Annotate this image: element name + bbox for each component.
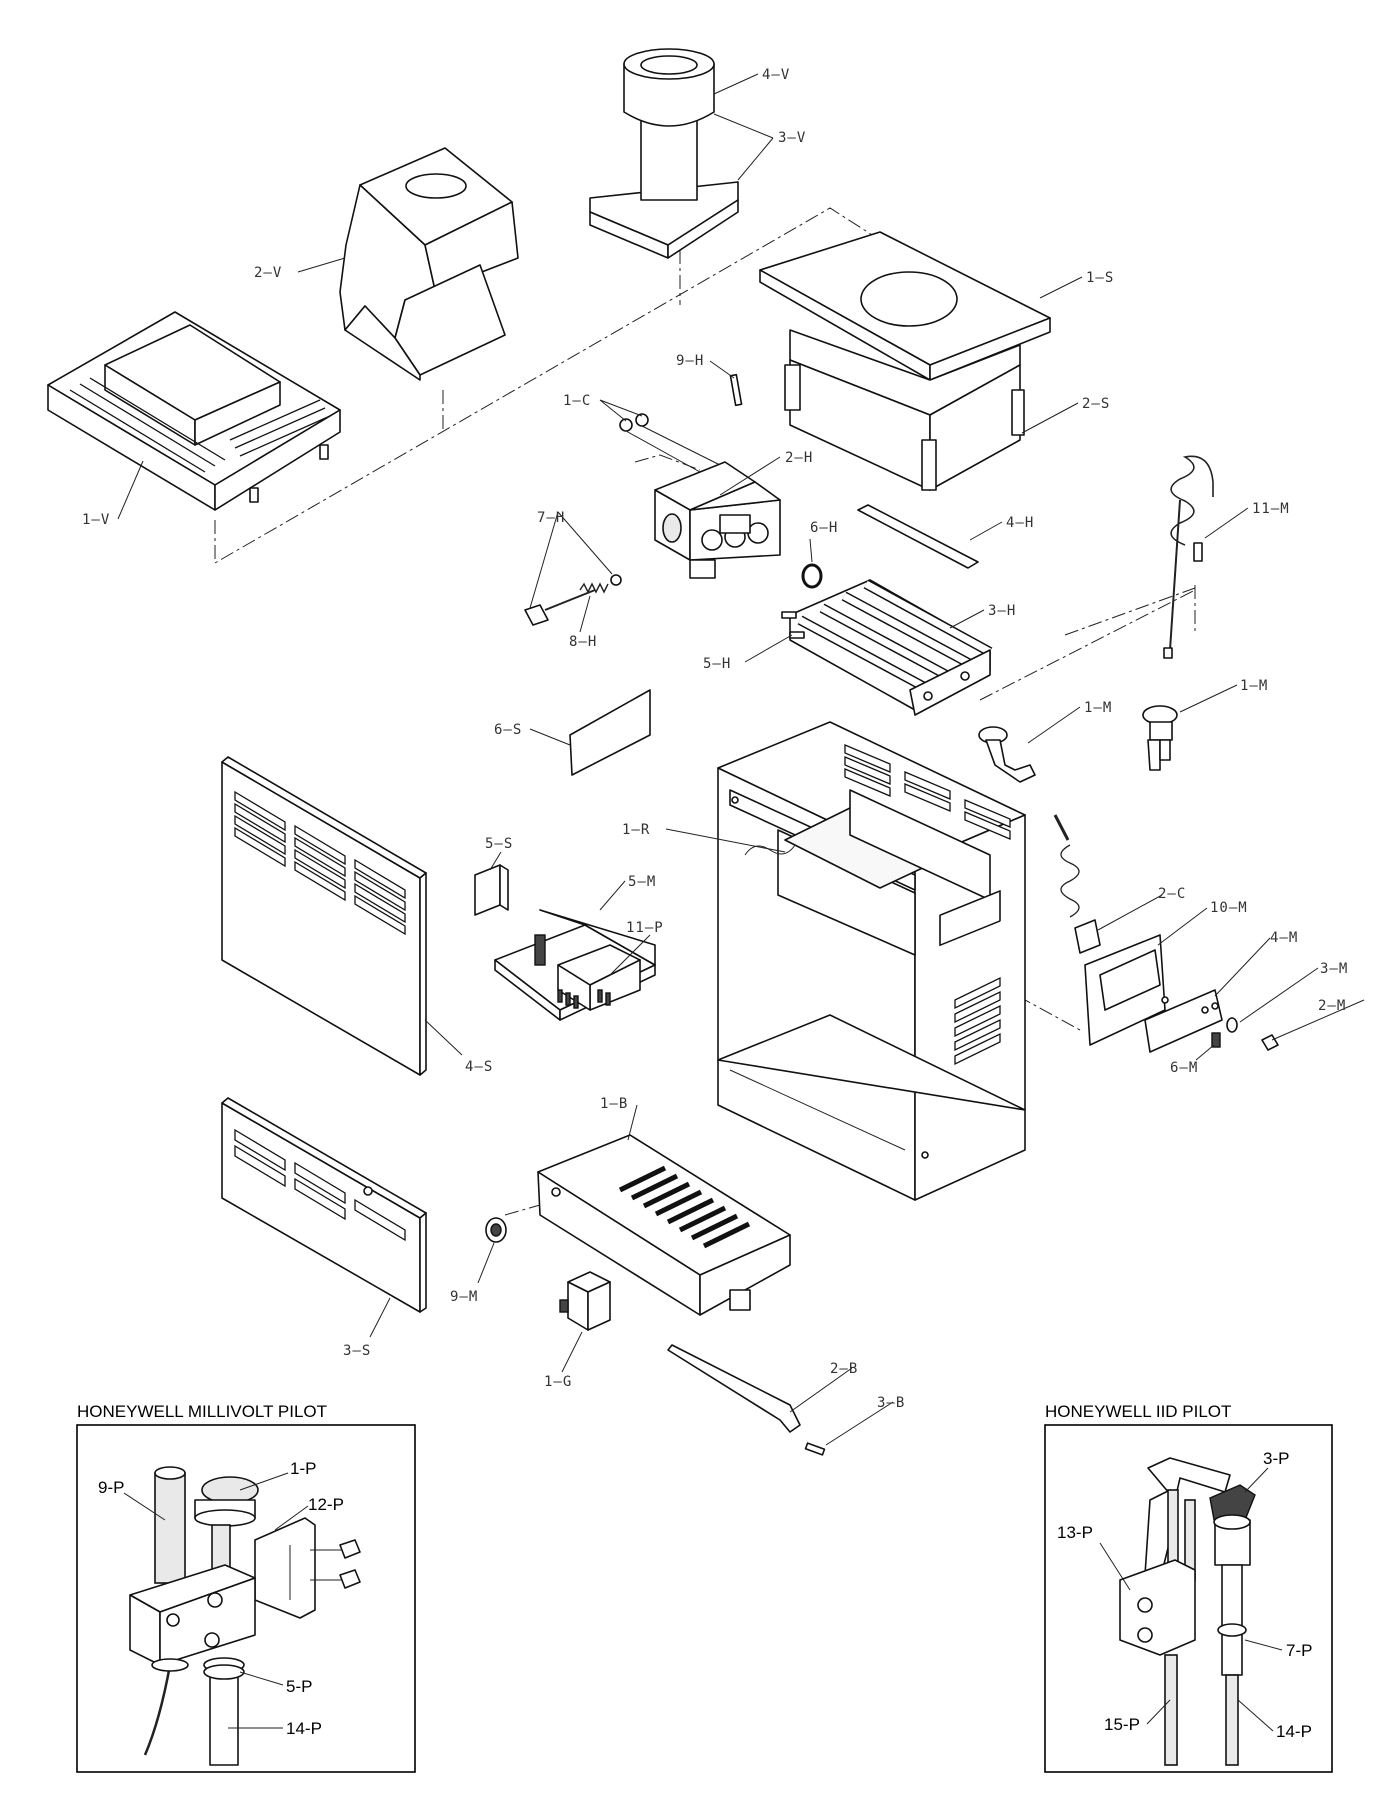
- label-6s: 6–S: [494, 722, 522, 738]
- label-1r: 1–R: [622, 822, 650, 838]
- label-1m-b: 1–M: [1240, 678, 1268, 694]
- bracket-2b: [667, 1344, 801, 1433]
- label-2h: 2–H: [785, 450, 813, 466]
- label-5h: 5–H: [703, 656, 731, 672]
- label-4m: 4–M: [1270, 930, 1298, 946]
- label-5m: 5–M: [628, 874, 656, 890]
- label-15p: 15-P: [1104, 1715, 1140, 1734]
- vent-cap-assembly: [589, 48, 739, 259]
- label-2m: 2–M: [1318, 998, 1346, 1014]
- label-5p: 5-P: [286, 1677, 312, 1696]
- relief-valve: [524, 574, 622, 626]
- label-13p: 13-P: [1057, 1523, 1093, 1542]
- label-5s: 5–S: [485, 836, 513, 852]
- inset-iid-pilot: HONEYWELL IID PILOT 3-P 13-P 7-P 15-P 14…: [1044, 1402, 1333, 1773]
- label-1s: 1–S: [1086, 270, 1114, 286]
- screw-3b: [804, 1442, 826, 1456]
- label-6m: 6–M: [1170, 1060, 1198, 1076]
- label-2v: 2–V: [254, 265, 282, 281]
- control-board: [494, 909, 656, 1021]
- label-3h: 3–H: [988, 603, 1016, 619]
- label-1m-a: 1–M: [1084, 700, 1112, 716]
- label-10m: 10–M: [1210, 900, 1248, 916]
- sensor-2c: [1053, 814, 1101, 954]
- panel-6s: [569, 689, 651, 776]
- label-1c: 1–C: [563, 393, 591, 409]
- label-6h: 6–H: [810, 520, 838, 536]
- label-3s: 3–S: [343, 1343, 371, 1359]
- label-7h: 7–H: [537, 510, 565, 526]
- label-14p-right: 14-P: [1276, 1722, 1312, 1741]
- label-9h: 9–H: [676, 353, 704, 369]
- alignment-lines: [214, 207, 1196, 1216]
- label-2c: 2–C: [1158, 886, 1186, 902]
- inset-right-title: HONEYWELL IID PILOT: [1045, 1402, 1231, 1421]
- label-1g: 1–G: [544, 1374, 572, 1390]
- label-4h: 4–H: [1006, 515, 1034, 531]
- label-1v: 1–V: [82, 512, 110, 528]
- inset-left-title: HONEYWELL MILLIVOLT PILOT: [77, 1402, 327, 1421]
- label-3b: 3–B: [877, 1395, 905, 1411]
- label-1p: 1-P: [290, 1459, 316, 1478]
- label-11p: 11–P: [626, 920, 664, 936]
- label-4s: 4–S: [465, 1059, 493, 1075]
- control-panel-assembly: [1084, 934, 1279, 1053]
- label-2s: 2–S: [1082, 396, 1110, 412]
- gas-valve: [559, 1271, 611, 1331]
- label-11m: 11–M: [1252, 501, 1290, 517]
- part-labels: 4–V 3–V 2–V 1–V 1–S 2–S 9–H 1–C 2–H 7–H …: [82, 67, 1348, 1411]
- component-1m-left: [978, 726, 1036, 783]
- top-cover: [47, 311, 341, 511]
- cabinet: [717, 721, 1026, 1201]
- label-1b: 1–B: [600, 1096, 628, 1112]
- lower-door: [221, 1097, 427, 1313]
- label-4v: 4–V: [762, 67, 790, 83]
- label-14p-left: 14-P: [286, 1719, 322, 1738]
- inset-millivolt-pilot: HONEYWELL MILLIVOLT PILOT: [76, 1402, 416, 1773]
- gasket-6h: [801, 563, 823, 589]
- fitting-9m: [485, 1217, 507, 1243]
- label-12p: 12-P: [308, 1495, 344, 1514]
- leader-lines: [117, 73, 1365, 1446]
- label-3m: 3–M: [1320, 961, 1348, 977]
- front-door: [221, 756, 427, 1076]
- burner-tray: [537, 1134, 791, 1316]
- bracket-5s: [474, 864, 509, 916]
- label-2b: 2–B: [830, 1361, 858, 1377]
- label-9p: 9-P: [98, 1478, 124, 1497]
- label-8h: 8–H: [569, 634, 597, 650]
- label-3p: 3-P: [1263, 1449, 1289, 1468]
- header-assembly: [619, 373, 781, 579]
- baffle-4h: [857, 504, 979, 569]
- flue-collector: [759, 231, 1051, 491]
- label-3v: 3–V: [778, 130, 806, 146]
- component-1m-right: [1142, 705, 1178, 771]
- label-7p: 7-P: [1286, 1641, 1312, 1660]
- thermocouple: [1163, 455, 1214, 659]
- label-9m: 9–M: [450, 1289, 478, 1305]
- heat-exchanger: [781, 579, 993, 716]
- draft-hood: [339, 147, 519, 381]
